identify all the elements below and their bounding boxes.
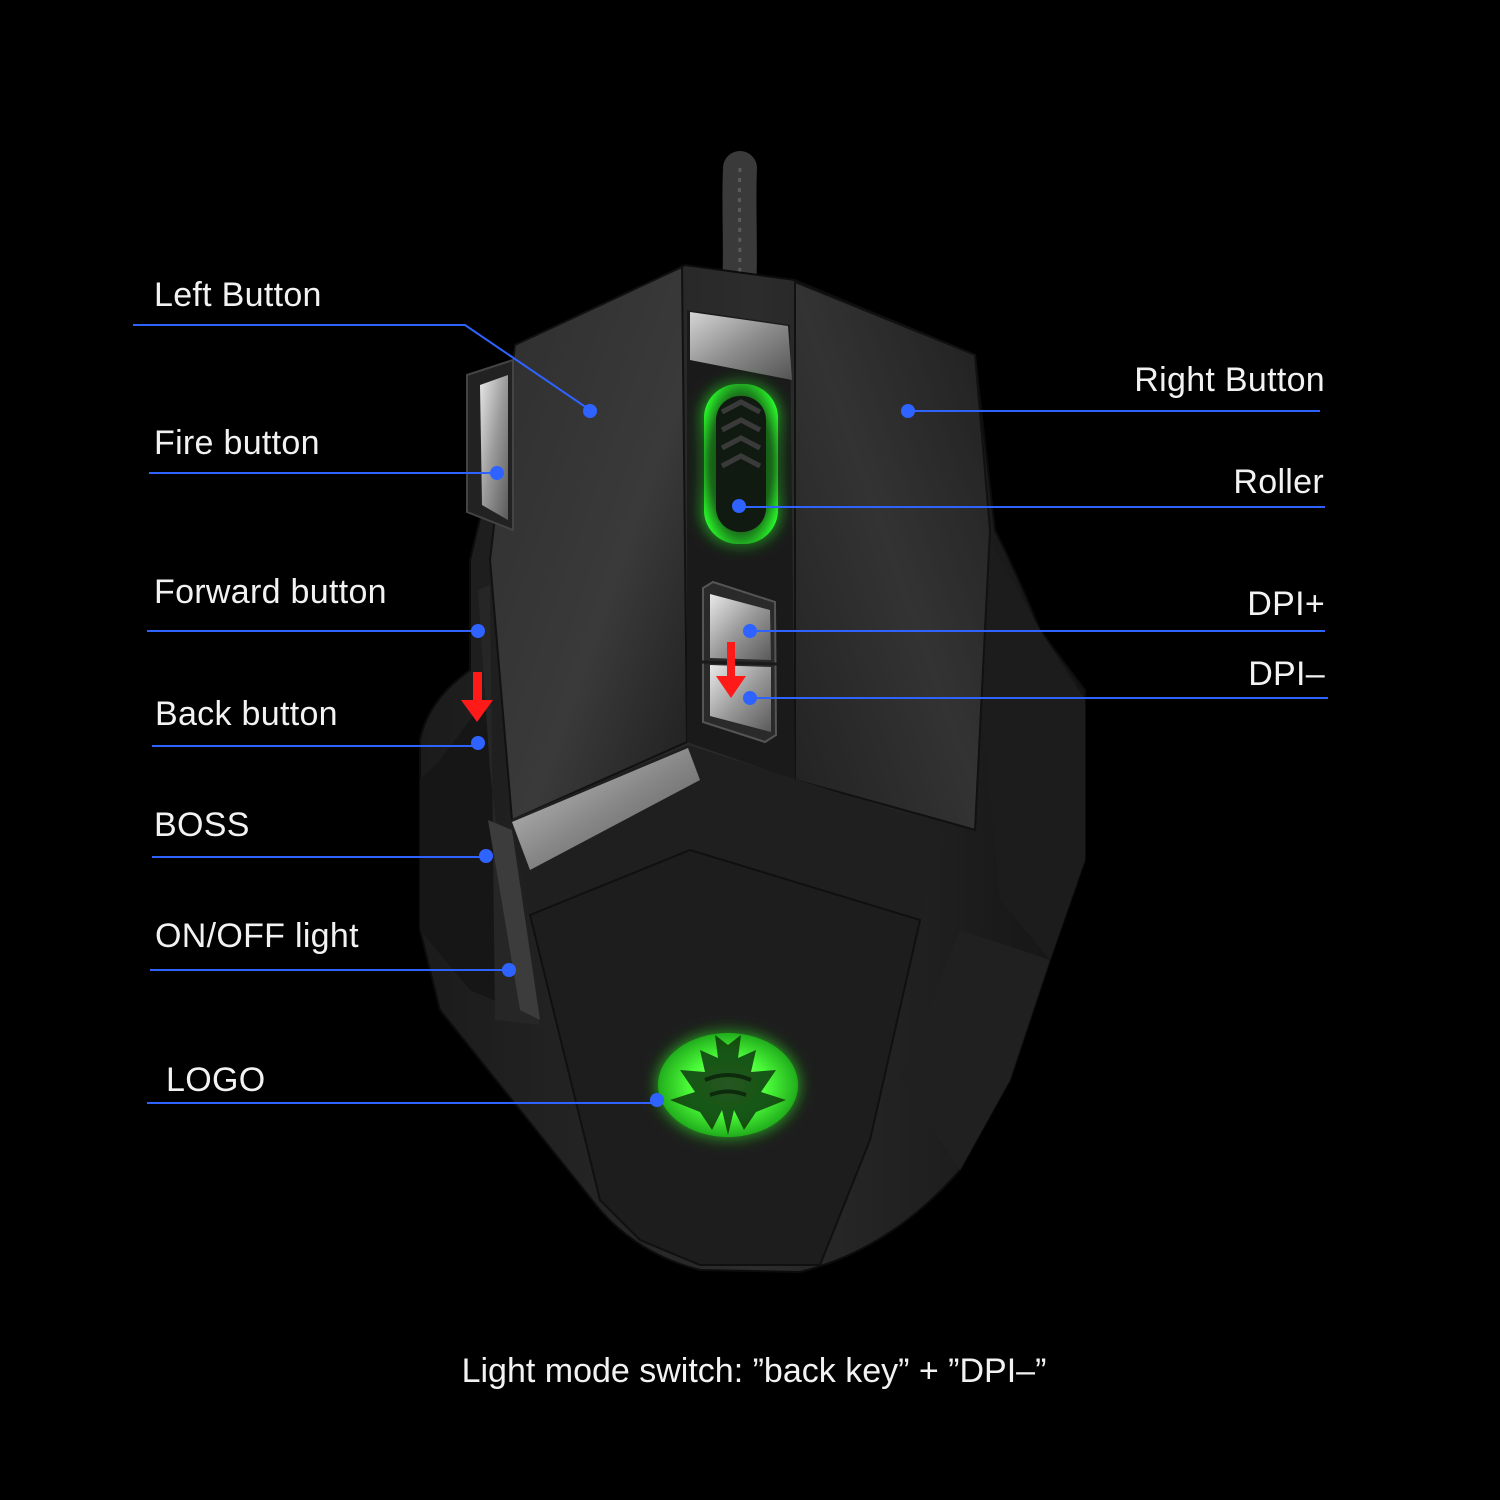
label-forward-button: Forward button xyxy=(154,573,387,611)
dot-left-button xyxy=(583,404,597,418)
right-button-shell xyxy=(794,280,992,832)
label-roller: Roller xyxy=(1233,463,1324,501)
bat-logo-icon xyxy=(658,1033,798,1137)
leader-left-button xyxy=(133,324,591,411)
label-back-button: Back button xyxy=(155,695,338,733)
label-fire-button: Fire button xyxy=(154,424,320,462)
dot-dpi-plus xyxy=(743,624,757,638)
left-button-shell xyxy=(488,265,689,822)
label-dpi-minus: DPI– xyxy=(1248,655,1325,693)
dot-roller xyxy=(732,499,746,513)
label-on-off-light: ON/OFF light xyxy=(155,917,359,955)
dot-boss xyxy=(479,849,493,863)
leader-lines xyxy=(133,324,1328,1104)
label-boss: BOSS xyxy=(154,806,250,844)
dot-fire-button xyxy=(490,466,504,480)
label-left-button: Left Button xyxy=(154,276,322,314)
dot-right-button xyxy=(901,404,915,418)
dot-logo xyxy=(650,1093,664,1107)
dpi-buttons xyxy=(701,580,778,744)
leader-dots xyxy=(471,404,915,1107)
dot-dpi-minus xyxy=(743,691,757,705)
scroll-wheel-icon xyxy=(704,384,778,544)
dot-forward-button xyxy=(471,624,485,638)
caption: Light mode switch: ”back key” + ”DPI–” xyxy=(461,1352,1047,1390)
down-arrow-icon xyxy=(461,642,746,722)
dot-back-button xyxy=(471,736,485,750)
label-logo: LOGO xyxy=(166,1061,266,1099)
label-dpi-plus: DPI+ xyxy=(1247,585,1325,623)
label-right-button: Right Button xyxy=(1134,361,1325,399)
dot-on-off-light xyxy=(502,963,516,977)
